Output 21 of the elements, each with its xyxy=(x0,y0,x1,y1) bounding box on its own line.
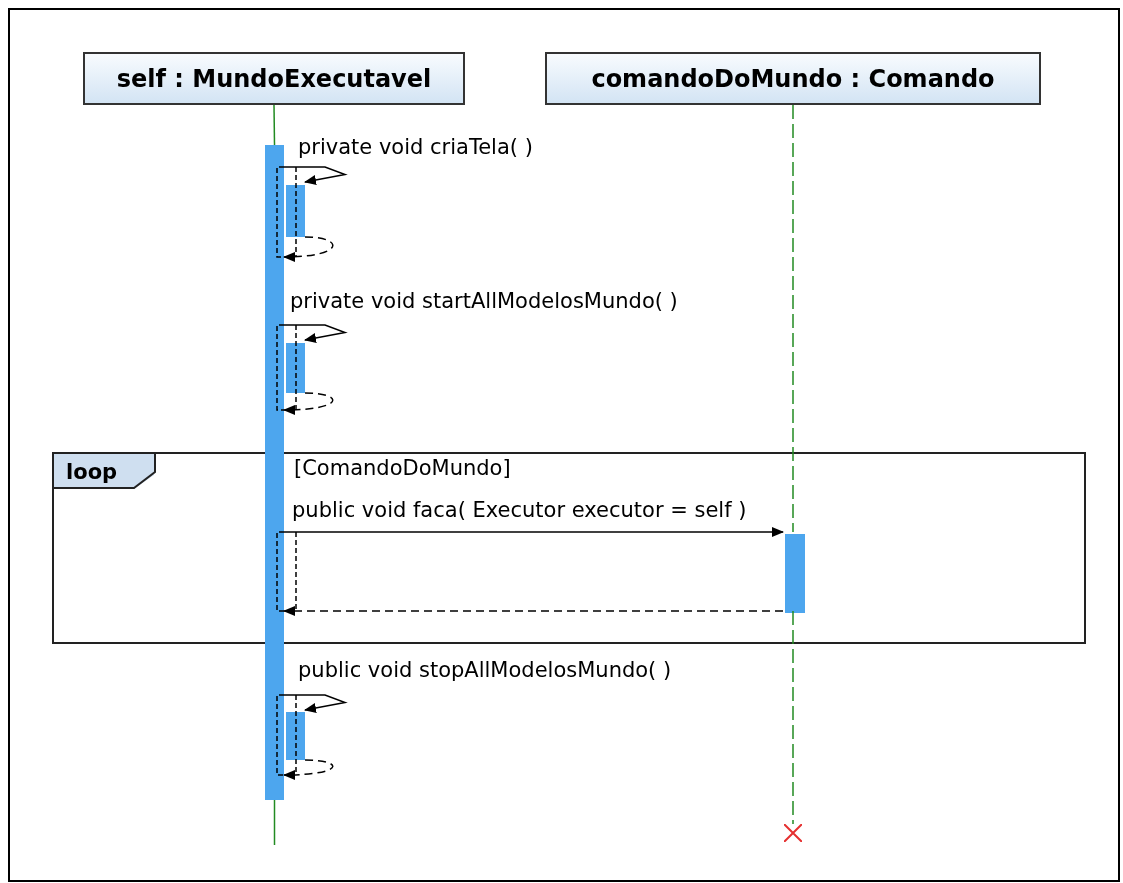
activation-bar xyxy=(785,534,805,613)
lifeline xyxy=(792,104,794,533)
message-arrow xyxy=(283,527,784,537)
activation-bar xyxy=(265,145,284,800)
lifeline-head: self : MundoExecutavel xyxy=(83,52,465,105)
return-arrow xyxy=(283,392,334,415)
activation-bar xyxy=(286,185,305,237)
message-arrow xyxy=(283,324,348,343)
lifeline-head: comandoDoMundo : Comando xyxy=(545,52,1041,105)
message-arrow xyxy=(283,694,348,713)
destroy-mark xyxy=(784,824,802,842)
return-arrow xyxy=(283,236,334,262)
activation-bar xyxy=(286,712,305,760)
message-arrow xyxy=(283,166,348,185)
activation-bar xyxy=(286,343,305,393)
return-arrow xyxy=(283,606,784,616)
lifeline xyxy=(792,610,794,825)
return-arrow xyxy=(283,759,334,780)
lifeline xyxy=(273,799,276,846)
lifeline xyxy=(273,104,276,146)
fragment-tab: loop xyxy=(54,454,154,489)
